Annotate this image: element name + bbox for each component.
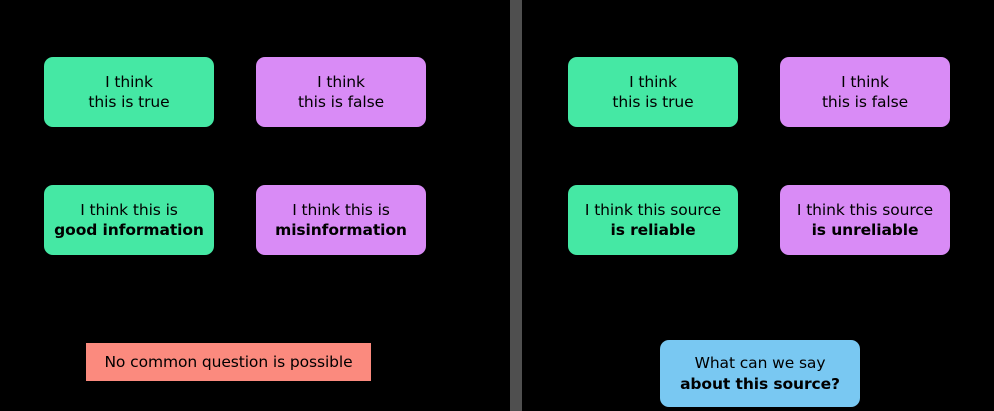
card-line-2-emphasis: false xyxy=(871,93,909,111)
card-line-2-text: this is xyxy=(612,93,663,111)
card-common-question-about-source[interactable]: What can we say about this source? xyxy=(660,340,860,407)
card-source-unreliable[interactable]: I think this source is unreliable xyxy=(780,185,950,255)
right-panel: I think this is true I think this is fal… xyxy=(522,0,994,411)
card-source-reliable[interactable]: I think this source is reliable xyxy=(568,185,738,255)
vertical-divider xyxy=(510,0,522,411)
card-claim-misinformation[interactable]: I think this is misinformation xyxy=(256,185,426,255)
card-line-1: I think xyxy=(105,72,153,91)
card-line-2: this is true xyxy=(88,92,169,112)
card-line-2: this is true xyxy=(612,92,693,112)
card-source-true[interactable]: I think this is true xyxy=(568,57,738,127)
card-line-2-emphasis: false xyxy=(347,93,385,111)
card-line-1: I think xyxy=(841,72,889,91)
card-claim-true[interactable]: I think this is true xyxy=(44,57,214,127)
conclusion-text: No common question is possible xyxy=(104,352,353,371)
card-line-1: I think this source xyxy=(796,200,934,219)
card-line-1: I think xyxy=(629,72,677,91)
conclusion-line-2-emphasis: about this source? xyxy=(680,374,840,393)
card-line-2-emphasis: true xyxy=(138,93,170,111)
card-source-false[interactable]: I think this is false xyxy=(780,57,950,127)
left-panel: I think this is true I think this is fal… xyxy=(44,57,426,381)
card-line-2-emphasis: is reliable xyxy=(610,221,696,239)
card-claim-good-information[interactable]: I think this is good information xyxy=(44,185,214,255)
conclusion-line-1: What can we say xyxy=(694,354,826,373)
card-line-2-text: this is xyxy=(88,93,139,111)
card-line-2-emphasis: true xyxy=(662,93,694,111)
card-line-1: I think this is xyxy=(80,200,178,219)
card-line-2-text: this is xyxy=(821,93,872,111)
card-line-2-emphasis: good information xyxy=(54,221,204,239)
card-line-2-emphasis: misinformation xyxy=(275,221,407,239)
card-line-1: I think this source xyxy=(584,200,722,219)
card-line-1: I think xyxy=(317,72,365,91)
card-line-1: I think this is xyxy=(292,200,390,219)
card-line-2-emphasis: is unreliable xyxy=(811,221,919,239)
card-line-2-text: this is xyxy=(297,93,348,111)
card-claim-false[interactable]: I think this is false xyxy=(256,57,426,127)
card-no-common-question[interactable]: No common question is possible xyxy=(86,343,371,381)
card-line-2: this is false xyxy=(822,92,908,112)
card-line-2: this is false xyxy=(298,92,384,112)
